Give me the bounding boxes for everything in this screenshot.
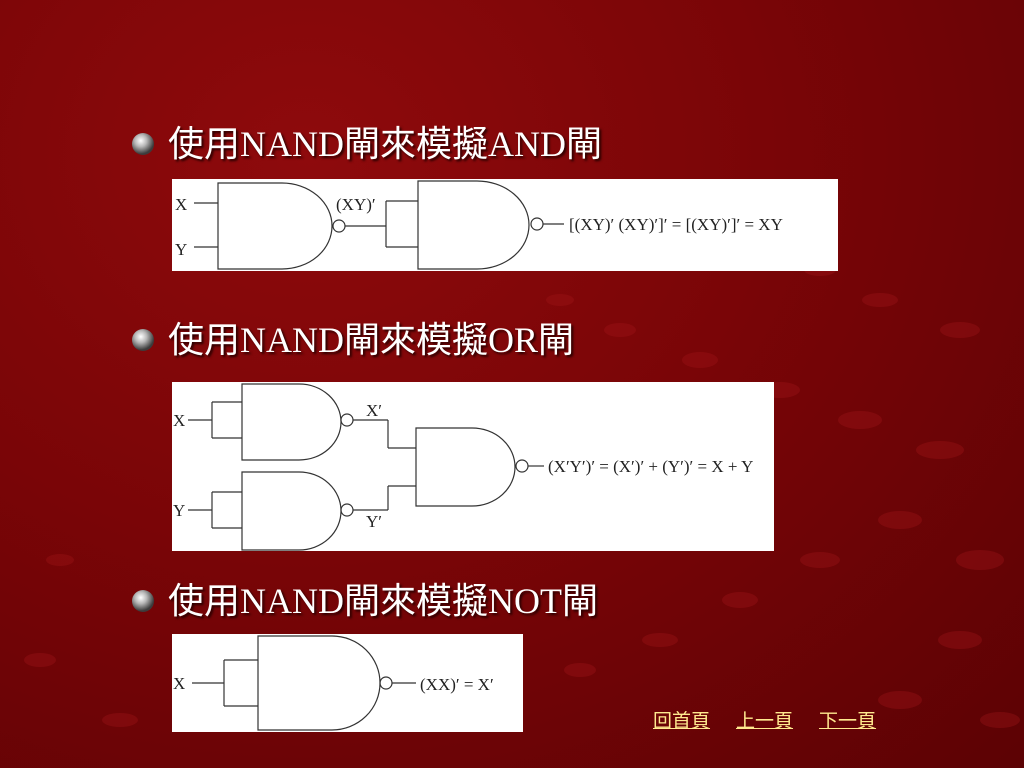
output-expression: (XX)′ = X′ — [420, 675, 494, 694]
section-and-heading-row: 使用NAND閘來模擬AND閘 — [130, 124, 602, 164]
or-gate-diagram: X Y X′ Y′ (X′Y′)′ = (X′)′ + (Y′)′ = X + … — [172, 382, 774, 551]
home-page-link[interactable]: 回首頁 — [653, 710, 711, 732]
next-page-link[interactable]: 下一頁 — [819, 710, 877, 732]
input-x-label: X — [173, 674, 185, 693]
not-gate-diagram: X (XX)′ = X′ — [172, 634, 523, 732]
and-gate-diagram: X Y (XY)′ [(XY)′ (XY)′]′ = [(XY)′]′ = XY — [172, 179, 838, 271]
sphere-bullet-icon — [132, 133, 154, 155]
previous-page-link[interactable]: 上一頁 — [736, 710, 794, 732]
sphere-bullet-icon — [132, 590, 154, 612]
navigation-links: 回首頁 上一頁 下一頁 — [653, 706, 876, 733]
section-heading: 使用NAND閘來模擬AND閘 — [168, 124, 602, 164]
output-expression: [(XY)′ (XY)′]′ = [(XY)′]′ = XY — [569, 215, 783, 234]
section-or-heading-row: 使用NAND閘來模擬OR閘 — [130, 320, 574, 360]
section-heading: 使用NAND閘來模擬OR閘 — [168, 320, 575, 360]
output-expression: (X′Y′)′ = (X′)′ + (Y′)′ = X + Y — [548, 457, 753, 476]
input-y-label: Y — [173, 501, 185, 520]
input-x-label: X — [173, 411, 185, 430]
x-prime-label: X′ — [366, 401, 382, 420]
section-heading: 使用NAND閘來模擬NOT閘 — [168, 581, 598, 621]
sphere-bullet-icon — [132, 329, 154, 351]
input-x-label: X — [175, 195, 187, 214]
section-not-heading-row: 使用NAND閘來模擬NOT閘 — [130, 581, 598, 621]
y-prime-label: Y′ — [366, 512, 382, 531]
intermediate-label: (XY)′ — [336, 195, 376, 214]
input-y-label: Y — [175, 240, 187, 259]
